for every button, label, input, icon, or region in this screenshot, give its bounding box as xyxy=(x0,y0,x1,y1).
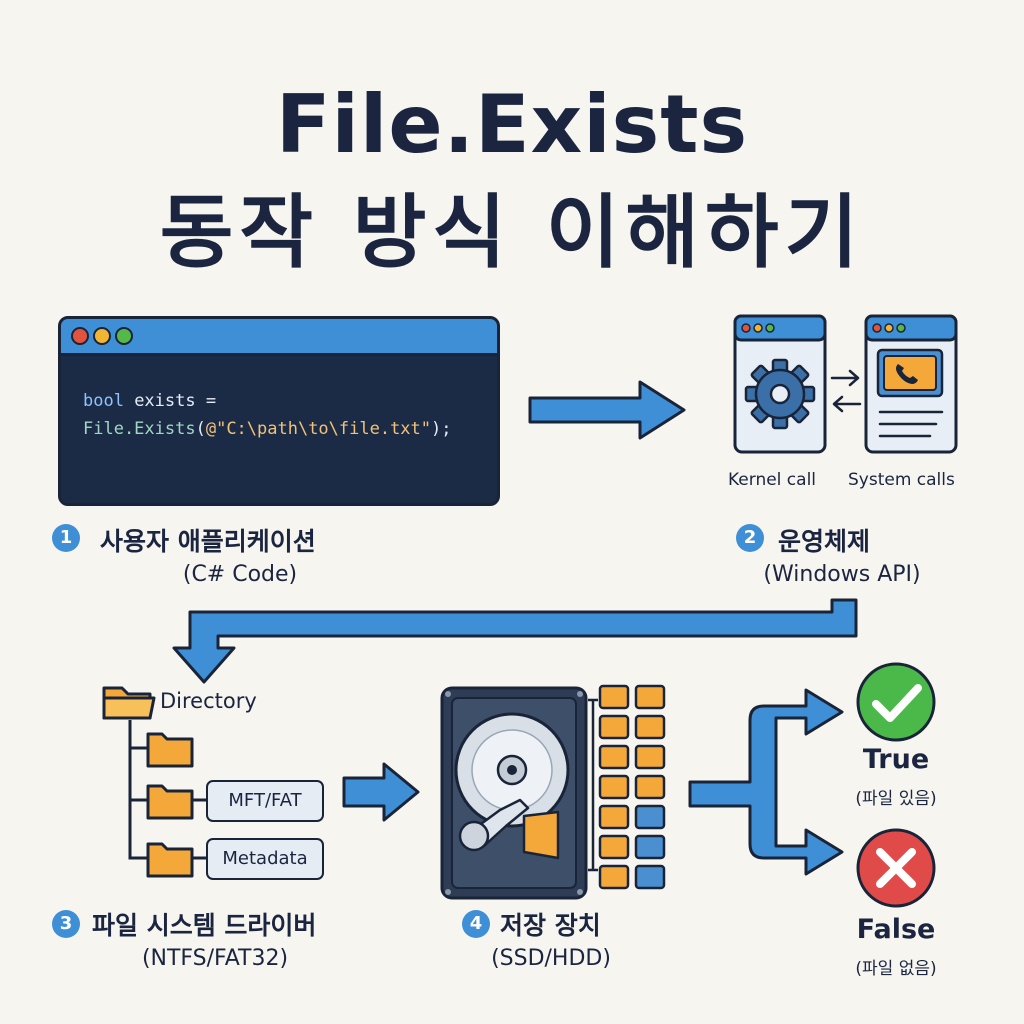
storage-blocks-icon xyxy=(588,684,666,890)
arrow-os-to-filesystem-icon xyxy=(172,598,858,684)
mft-fat-tag: MFT/FAT xyxy=(206,780,324,822)
step-3-label: 파일 시스템 드라이버 xyxy=(92,911,317,940)
false-label: False xyxy=(856,914,936,945)
step-2-badge: 2 xyxy=(736,524,764,552)
metadata-tag: Metadata xyxy=(206,838,324,880)
step-4-sub: (SSD/HDD) xyxy=(491,946,611,971)
code-paren: ( xyxy=(195,419,206,439)
root-folder-icon xyxy=(102,686,156,720)
folder-icon xyxy=(146,732,194,768)
hard-drive-icon xyxy=(440,686,588,900)
folder-icon xyxy=(146,842,194,878)
step-3-sub: (NTFS/FAT32) xyxy=(141,946,289,971)
maximize-dot-icon xyxy=(115,327,133,345)
folder-tree-icon xyxy=(102,686,206,878)
step-2-sub: (Windows API) xyxy=(763,562,921,587)
step-4-label: 저장 장치 xyxy=(500,911,601,940)
check-icon xyxy=(856,662,936,742)
title-line-2: 동작 방식 이해하기 xyxy=(159,186,865,279)
step-1-sub: (C# Code) xyxy=(182,562,298,587)
code-window-titlebar xyxy=(61,319,497,356)
code-snippet: bool exists = File.Exists(@"C:\path\to\f… xyxy=(83,387,452,443)
step-2-label: 운영체제 xyxy=(778,527,871,556)
code-keyword: bool xyxy=(83,391,124,411)
step-1-badge: 1 xyxy=(52,524,80,552)
folder-icon xyxy=(146,784,194,820)
arrow-filesystem-to-storage-icon xyxy=(342,762,420,822)
true-label: True xyxy=(862,744,930,775)
code-window: bool exists = File.Exists(@"C:\path\to\f… xyxy=(58,316,500,506)
syscall-arrows-icon xyxy=(830,369,862,413)
close-dot-icon xyxy=(71,327,89,345)
code-close: ); xyxy=(431,419,452,439)
false-sub: (파일 없음) xyxy=(855,959,937,979)
system-calls-window-icon xyxy=(864,314,958,454)
kernel-window-icon xyxy=(733,314,827,454)
gear-icon xyxy=(744,358,816,430)
arrow-app-to-os-icon xyxy=(528,380,686,440)
step-3-badge: 3 xyxy=(52,910,80,938)
phone-icon xyxy=(896,364,918,384)
step-1-label: 사용자 애플리케이션 xyxy=(100,527,316,556)
title-line-1: File.Exists xyxy=(275,78,749,171)
code-text: exists = xyxy=(123,391,217,411)
cross-icon xyxy=(856,828,936,908)
kernel-call-label: Kernel call xyxy=(728,470,817,490)
code-string: @"C:\path\to\file.txt" xyxy=(205,419,432,439)
directory-label: Directory xyxy=(160,689,257,713)
system-calls-label: System calls xyxy=(848,470,955,490)
minimize-dot-icon xyxy=(93,327,111,345)
true-sub: (파일 있음) xyxy=(855,789,937,809)
step-4-badge: 4 xyxy=(462,910,490,938)
fork-arrow-icon xyxy=(688,688,844,876)
code-function: File.Exists xyxy=(83,419,196,439)
